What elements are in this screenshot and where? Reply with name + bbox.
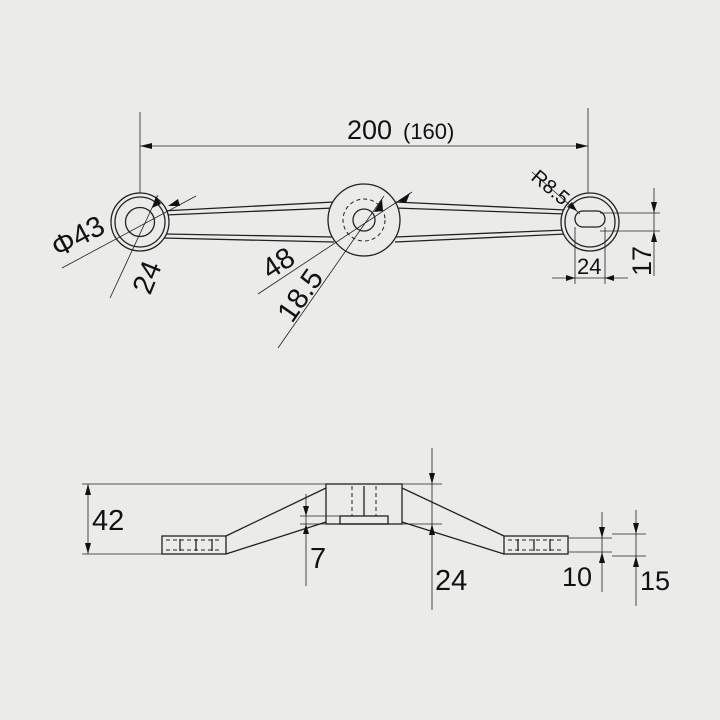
slot-offset-label: 17: [627, 246, 657, 276]
slot-length-label: 24: [577, 254, 601, 279]
spider-arms: [161, 201, 567, 243]
dimension-hub-height: [402, 448, 442, 610]
dimension-slot-length: [552, 227, 628, 284]
top-view: 200 (160): [46, 108, 660, 349]
center-outer-arrow: [398, 193, 410, 203]
diameter-leader: [61, 195, 197, 269]
dimension-hub-step: [300, 494, 340, 586]
center-hub: [327, 183, 401, 257]
right-end-boss: [560, 192, 620, 252]
diameter-arrow: [168, 199, 180, 206]
left-end-boss: [110, 192, 170, 252]
hub-height-label: 24: [435, 565, 467, 597]
dimension-slot-offset: [600, 188, 660, 276]
dimension-total-height: [82, 483, 326, 555]
end-bore-label: 24: [127, 257, 169, 299]
end-bore-leader: [109, 194, 159, 299]
slot-radius-arrow: [567, 202, 577, 211]
dimension-end-thickness-outer: [612, 510, 646, 606]
dimension-end-thickness-inner: [568, 512, 612, 592]
center-outer-leader: [257, 191, 413, 295]
end-thickness-outer-label: 15: [640, 566, 670, 596]
side-profile: [161, 483, 569, 555]
slot-radius-label: R8.5: [527, 166, 574, 210]
dimension-overall-length: [140, 143, 588, 149]
overall-length-alt-label: (160): [403, 119, 454, 144]
center-bore-leader: [277, 195, 385, 349]
end-diameter-label: Φ43: [46, 210, 110, 264]
end-bore-arrow: [152, 196, 161, 208]
end-thickness-inner-label: 10: [562, 562, 592, 592]
side-view: 42 7 24 10: [82, 448, 670, 610]
center-bore-arrow: [374, 199, 383, 212]
total-height-label: 42: [92, 505, 124, 537]
hub-step-label: 7: [310, 543, 326, 575]
overall-length-label: 200: [347, 115, 392, 145]
